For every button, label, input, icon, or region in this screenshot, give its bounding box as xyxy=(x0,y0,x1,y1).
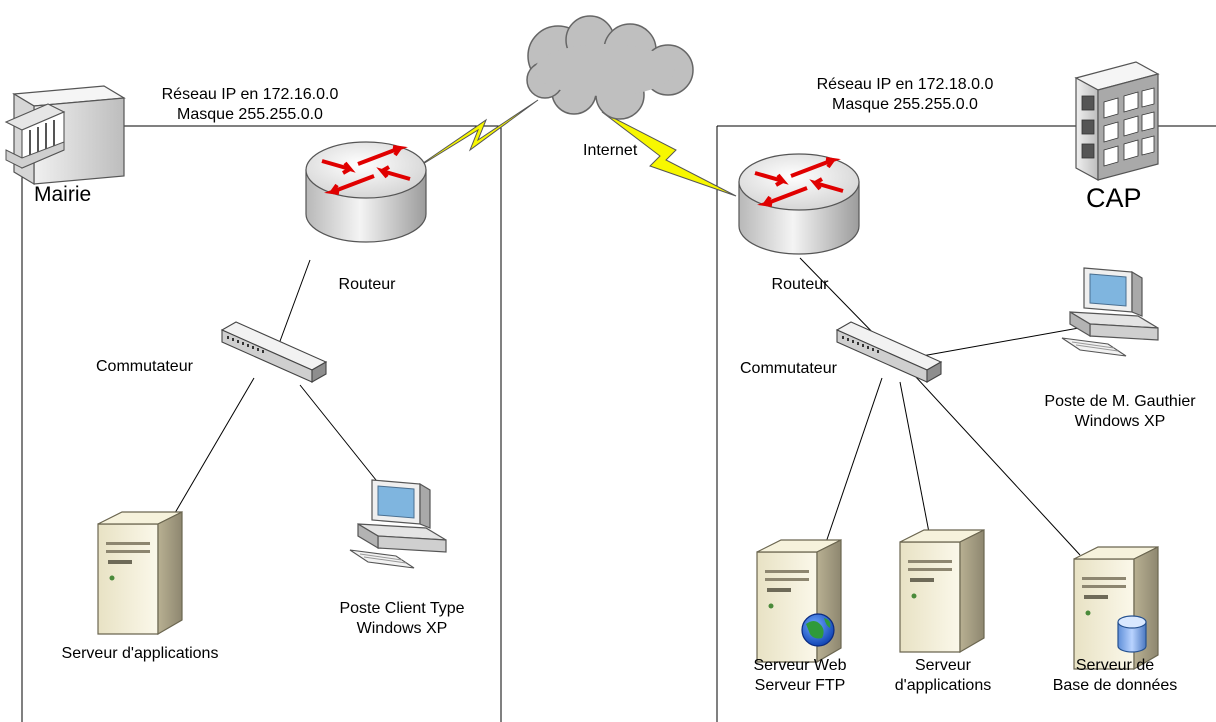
left-switch-label: Commutateur xyxy=(96,358,193,375)
right-network-mask: Masque 255.255.0.0 xyxy=(832,96,978,113)
cap-building-icon xyxy=(1074,61,1160,182)
right-network-address: Réseau IP en 172.18.0.0 xyxy=(816,76,994,93)
cap-label: CAP xyxy=(1086,183,1142,213)
web-server-label: Serveur Web Serveur FTP xyxy=(735,656,865,696)
right-workstation-pc-icon xyxy=(1061,267,1159,357)
right-switch-icon xyxy=(836,321,942,383)
left-client-line2: Windows XP xyxy=(356,620,448,637)
left-router-icon xyxy=(304,140,428,244)
db-server-line1: Serveur de xyxy=(1075,657,1155,674)
globe-icon xyxy=(801,613,835,647)
left-router-label: Routeur xyxy=(338,276,396,293)
mairie-label: Mairie xyxy=(34,183,92,206)
left-network-mask: Masque 255.255.0.0 xyxy=(177,106,323,123)
wan-link-left xyxy=(409,99,539,173)
right-workstation-line2: Windows XP xyxy=(1074,413,1166,430)
db-server-label: Serveur de Base de données xyxy=(1030,656,1200,696)
wan-link-right xyxy=(601,111,737,197)
left-client-line1: Poste Client Type xyxy=(339,600,465,617)
right-router-icon xyxy=(737,152,861,256)
network-links xyxy=(164,257,1091,561)
app-server-line2: d'applications xyxy=(894,677,992,694)
database-icon xyxy=(1117,615,1147,653)
internet-label: Internet xyxy=(583,142,638,159)
left-client-pc-icon xyxy=(349,479,447,569)
left-network-label: Réseau IP en 172.16.0.0 Masque 255.255.0… xyxy=(135,85,365,125)
right-router-label: Routeur xyxy=(771,276,829,293)
web-ftp-server-icon xyxy=(756,539,843,663)
left-application-server-icon xyxy=(97,511,184,635)
app-server-line1: Serveur xyxy=(914,657,972,674)
left-client-label: Poste Client Type Windows XP xyxy=(322,599,482,639)
right-network-label: Réseau IP en 172.18.0.0 Masque 255.255.0… xyxy=(790,75,1020,115)
web-server-line1: Serveur Web xyxy=(753,657,847,674)
right-application-server-icon xyxy=(899,529,986,653)
app-server-label: Serveur d'applications xyxy=(878,656,1008,696)
mairie-building-icon xyxy=(4,85,126,186)
left-network-address: Réseau IP en 172.16.0.0 xyxy=(161,86,339,103)
right-switch-label: Commutateur xyxy=(740,360,837,377)
left-server-label: Serveur d'applications xyxy=(61,645,219,662)
right-workstation-label: Poste de M. Gauthier Windows XP xyxy=(1024,392,1216,432)
left-switch-icon xyxy=(221,321,327,383)
database-server-icon xyxy=(1073,546,1160,670)
right-workstation-line1: Poste de M. Gauthier xyxy=(1044,393,1196,410)
db-server-line2: Base de données xyxy=(1052,677,1178,694)
web-server-line2: Serveur FTP xyxy=(754,677,846,694)
